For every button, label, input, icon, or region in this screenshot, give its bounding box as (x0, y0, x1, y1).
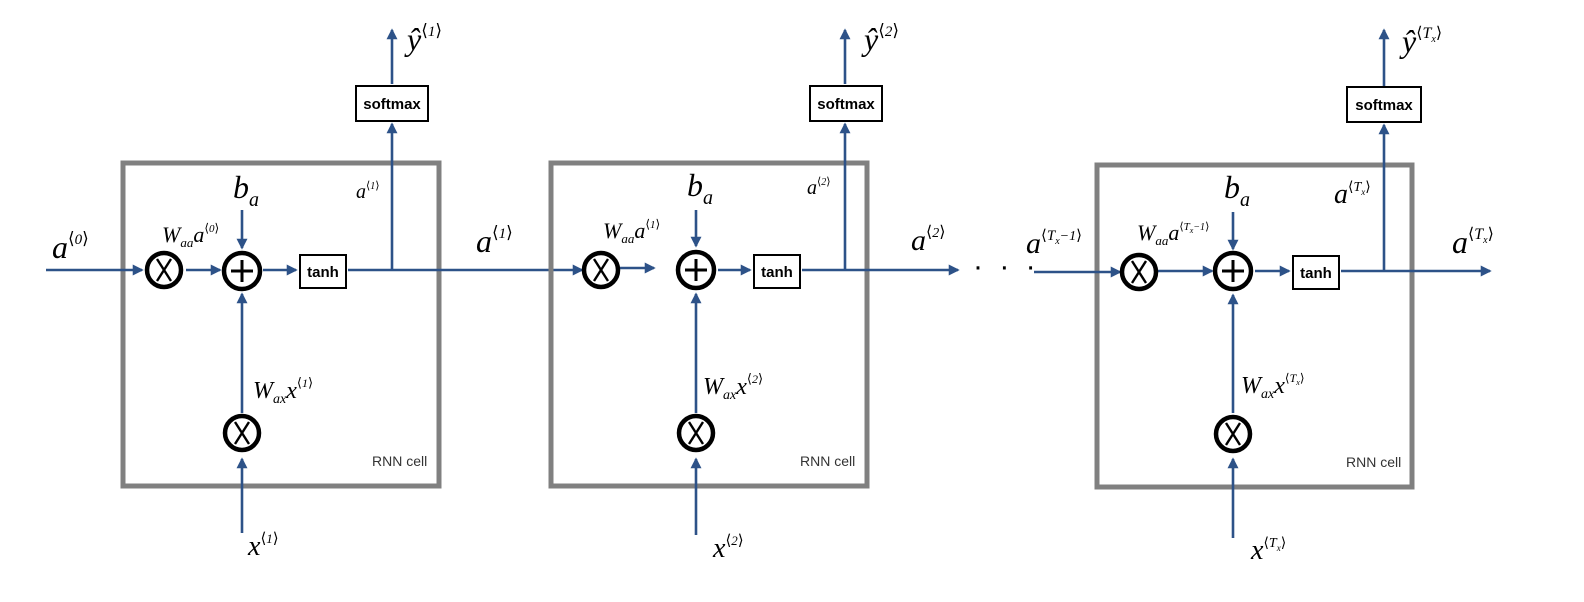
cell-tx-border (1094, 162, 1415, 490)
cell-1-border (120, 160, 442, 489)
cell-1-ba-label: ba (233, 169, 259, 211)
cell-2-a2-label: a⟨2⟩ (807, 175, 831, 199)
cell-2-label: RNN cell (800, 453, 855, 469)
cell-1-label: RNN cell (372, 453, 427, 469)
x-tx-label: x⟨Tx⟩ (1250, 535, 1286, 566)
cell-tx-softmax-node: softmax (1346, 86, 1422, 123)
x1-label: x⟨1⟩ (247, 529, 279, 562)
a2-label: a⟨2⟩ (911, 222, 946, 257)
cell-1-multiply-op-x (222, 413, 262, 453)
cell-1-wax-x-label: Waxx⟨1⟩ (253, 376, 313, 407)
cell-1-a1-label: a⟨1⟩ (356, 179, 380, 203)
x2-label: x⟨2⟩ (712, 531, 744, 564)
cell-1-add-op (221, 250, 263, 292)
cell-tx-tanh-node: tanh (1292, 255, 1340, 290)
yhat2-label: ŷ⟨2⟩ (861, 21, 899, 57)
cell-1-waa-a-label: Waaa⟨0⟩ (162, 221, 219, 250)
cell-tx-multiply-op-x (1213, 414, 1253, 454)
a0-label: a⟨0⟩ (52, 229, 89, 265)
a-tx-minus-1-label: a⟨Tx−1⟩ (1026, 226, 1082, 260)
cell-2-border (548, 160, 870, 489)
cell-2-ba-label: ba (687, 167, 713, 209)
cell-2-wax-x-label: Waxx⟨2⟩ (703, 372, 763, 403)
cell-2-tanh-label: tanh (761, 264, 793, 281)
cell-tx-tanh-label: tanh (1300, 265, 1332, 282)
cell-1-softmax-node: softmax (355, 85, 429, 122)
cell-1-multiply-op-a (144, 250, 184, 290)
cell-tx-label: RNN cell (1346, 454, 1401, 470)
rnn-cell-1: tanh softmax RNN cell a⟨0⟩ Waaa⟨0⟩ ba a⟨… (46, 21, 584, 562)
cell-tx-ba-label: ba (1224, 169, 1250, 211)
cell-2-tanh-node: tanh (753, 254, 801, 289)
cell-tx-add-op (1212, 250, 1254, 292)
yhat-tx-label: ŷ⟨Tx⟩ (1399, 23, 1442, 59)
yhat1-label: ŷ⟨1⟩ (404, 21, 442, 57)
cell-1-tanh-label: tanh (307, 264, 339, 281)
cell-2-softmax-node: softmax (809, 85, 883, 122)
cell-2-multiply-op-a (581, 250, 621, 290)
cell-2-add-op (675, 249, 717, 291)
cell-tx-multiply-op-a (1119, 252, 1159, 292)
cell-tx-softmax-label: softmax (1355, 97, 1413, 114)
a-tx-output-label: a⟨Tx⟩ (1452, 224, 1494, 260)
cell-2-softmax-label: softmax (817, 96, 875, 113)
cell-2-multiply-op-x (676, 413, 716, 453)
cell-2-waa-a-label: Waaa⟨1⟩ (603, 217, 660, 246)
cell-1-softmax-label: softmax (363, 96, 421, 113)
sequence-ellipsis: · · · (973, 250, 1040, 283)
cell-tx-a-tx-label: a⟨Tx⟩ (1334, 179, 1371, 210)
rnn-cell-2: tanh softmax RNN cell Waaa⟨1⟩ ba a⟨2⟩ Wa… (548, 21, 960, 564)
cell-1-tanh-node: tanh (299, 254, 347, 289)
cell-tx-waa-a-label: Waaa⟨Tx−1⟩ (1137, 220, 1209, 248)
rnn-cell-tx: tanh softmax RNN cell Waaa⟨Tx−1⟩ ba a⟨Tx… (1034, 23, 1492, 566)
a1-label: a⟨1⟩ (476, 223, 513, 259)
cell-tx-wax-x-label: Waxx⟨Tx⟩ (1241, 371, 1305, 402)
